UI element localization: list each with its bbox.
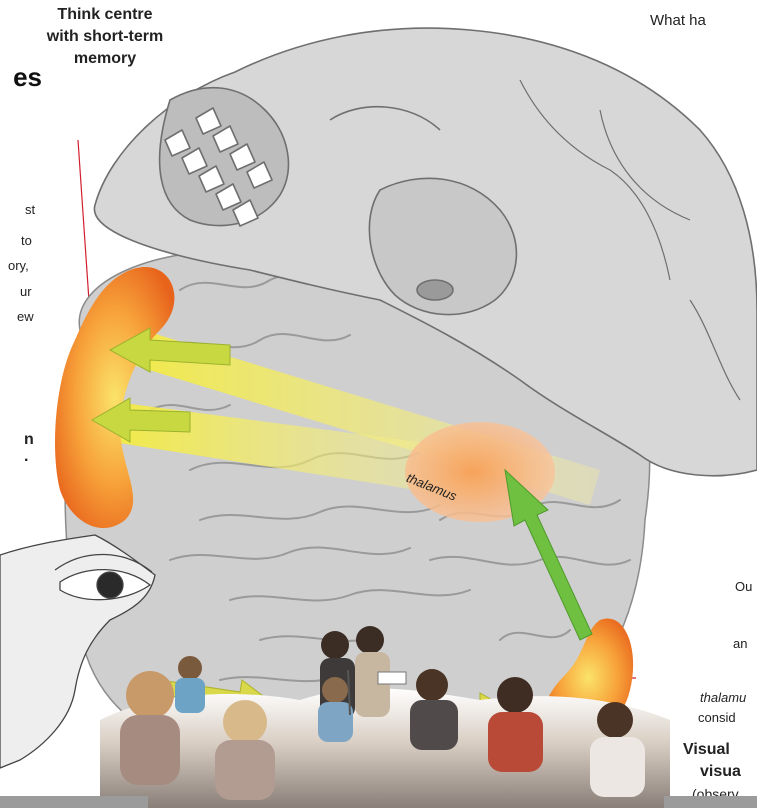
classroom-photo — [100, 626, 670, 808]
right-fragment-2: an — [733, 634, 747, 654]
eye-pupil — [97, 572, 123, 598]
think-centre-line-1: Think centre — [10, 4, 200, 26]
left-fragment-1: st — [25, 200, 35, 220]
visual-fragment-1: Visual — [683, 740, 730, 760]
left-bold-fragment-2: . — [24, 447, 28, 467]
visual-fragment-2: visua — [700, 762, 741, 782]
what-happens-fragment: What ha — [650, 12, 706, 29]
left-fragment-3: ory, — [8, 256, 29, 276]
right-fragment-1: Ou — [735, 577, 752, 597]
right-fragment-3: thalamu — [700, 688, 746, 708]
think-centre-label: Think centre with short-term memory — [10, 4, 200, 70]
think-centre-line-2: with short-term — [10, 26, 200, 48]
left-fragment-5: ew — [17, 307, 34, 327]
bottom-bar-right — [664, 796, 757, 808]
left-fragment-4: ur — [20, 282, 32, 302]
right-fragment-4: consid — [698, 708, 736, 728]
left-fragment-2: to — [21, 231, 32, 251]
bottom-bar-left — [0, 796, 148, 808]
heading-fragment: es — [0, 62, 42, 92]
